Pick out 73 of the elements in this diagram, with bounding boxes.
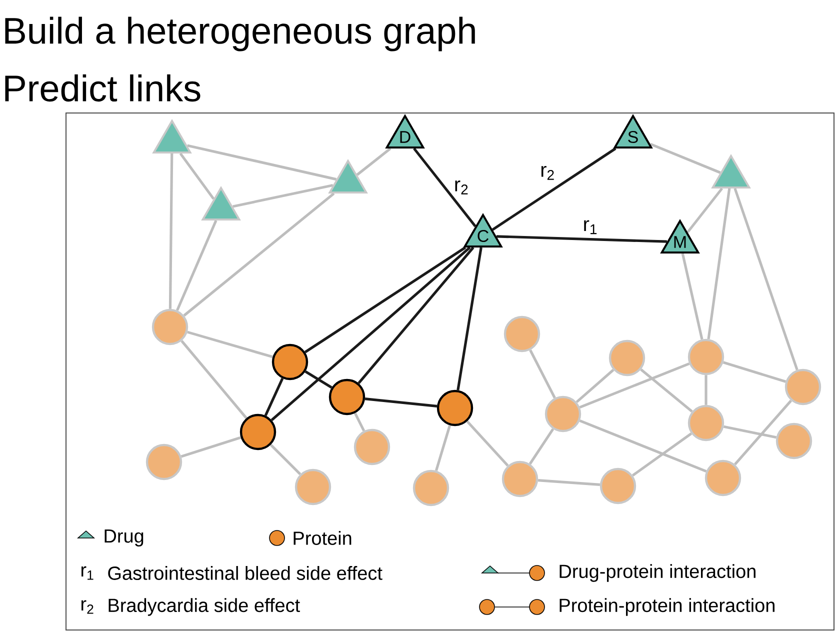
link-line xyxy=(304,370,332,389)
protein-circle xyxy=(504,316,540,352)
link-line xyxy=(528,428,554,465)
link-line xyxy=(466,420,509,467)
heading: Predict links xyxy=(5,74,200,102)
protein-circle xyxy=(704,460,742,496)
protein-circle xyxy=(608,340,646,376)
legend-text: Protein xyxy=(294,531,352,545)
link-line xyxy=(492,147,616,231)
link-line xyxy=(707,188,731,340)
link-line xyxy=(354,412,366,432)
edge-label: r$_{1}$ xyxy=(582,219,599,236)
protein-circle xyxy=(294,468,332,506)
edge-label: r$_{2}$ xyxy=(539,164,556,181)
protein-circle xyxy=(784,368,822,406)
link-line xyxy=(576,368,614,404)
relation-description: Bradycardia side effect xyxy=(108,598,300,616)
link-line xyxy=(168,153,174,309)
link-line xyxy=(180,436,242,458)
link-line xyxy=(496,235,667,243)
link-line xyxy=(358,246,474,384)
link-line xyxy=(232,184,334,208)
link-line xyxy=(183,192,335,317)
link-line xyxy=(364,398,438,408)
title: Build a heterogeneous graph xyxy=(5,16,475,52)
link-line xyxy=(579,362,690,408)
relation-description: Gastrointestinal bleed side effect xyxy=(108,566,382,580)
protein-circle xyxy=(272,344,308,380)
legend-text: Protein-protein interaction xyxy=(560,598,774,616)
link-line xyxy=(304,246,466,354)
link-line xyxy=(413,148,476,228)
protein-circle xyxy=(600,468,636,504)
protein-circle xyxy=(412,470,450,506)
protein-circle xyxy=(502,460,538,498)
link-line xyxy=(723,425,777,439)
link-line xyxy=(187,144,337,181)
protein-circle xyxy=(544,396,582,432)
link-line xyxy=(356,147,392,176)
link-line xyxy=(734,400,792,466)
link-line xyxy=(264,378,284,416)
link-line xyxy=(176,220,218,311)
link-line xyxy=(681,253,704,340)
link-line xyxy=(179,152,215,200)
protein-circle xyxy=(688,404,724,442)
protein-circle xyxy=(240,414,276,450)
link-line xyxy=(270,246,471,422)
link-line xyxy=(180,340,248,419)
link-line xyxy=(529,350,556,398)
link-line xyxy=(538,478,600,486)
link-line xyxy=(632,432,692,477)
protein-circle xyxy=(152,308,188,346)
link-line xyxy=(456,247,482,390)
link-line xyxy=(270,444,302,476)
link-line xyxy=(640,368,693,412)
link-line xyxy=(579,420,707,472)
link-line xyxy=(686,188,723,234)
link-line xyxy=(722,361,786,383)
protein-circle xyxy=(776,422,812,460)
link-line xyxy=(734,188,798,370)
link-line xyxy=(187,330,273,358)
legend-text: Drug xyxy=(104,530,144,546)
protein-circle xyxy=(436,390,474,426)
edge-label: r$_{2}$ xyxy=(452,179,470,196)
protein-circle xyxy=(354,428,390,466)
relation-symbol: r$_{1}$ xyxy=(81,566,94,580)
link-line xyxy=(704,375,708,405)
protein-circle xyxy=(146,444,182,480)
link-line xyxy=(434,424,452,472)
legend-text: Drug-protein interaction xyxy=(560,564,756,582)
protein-circle xyxy=(688,338,724,376)
relation-symbol: r$_{2}$ xyxy=(81,600,94,614)
protein-circle xyxy=(328,378,366,416)
link-line xyxy=(650,142,721,174)
